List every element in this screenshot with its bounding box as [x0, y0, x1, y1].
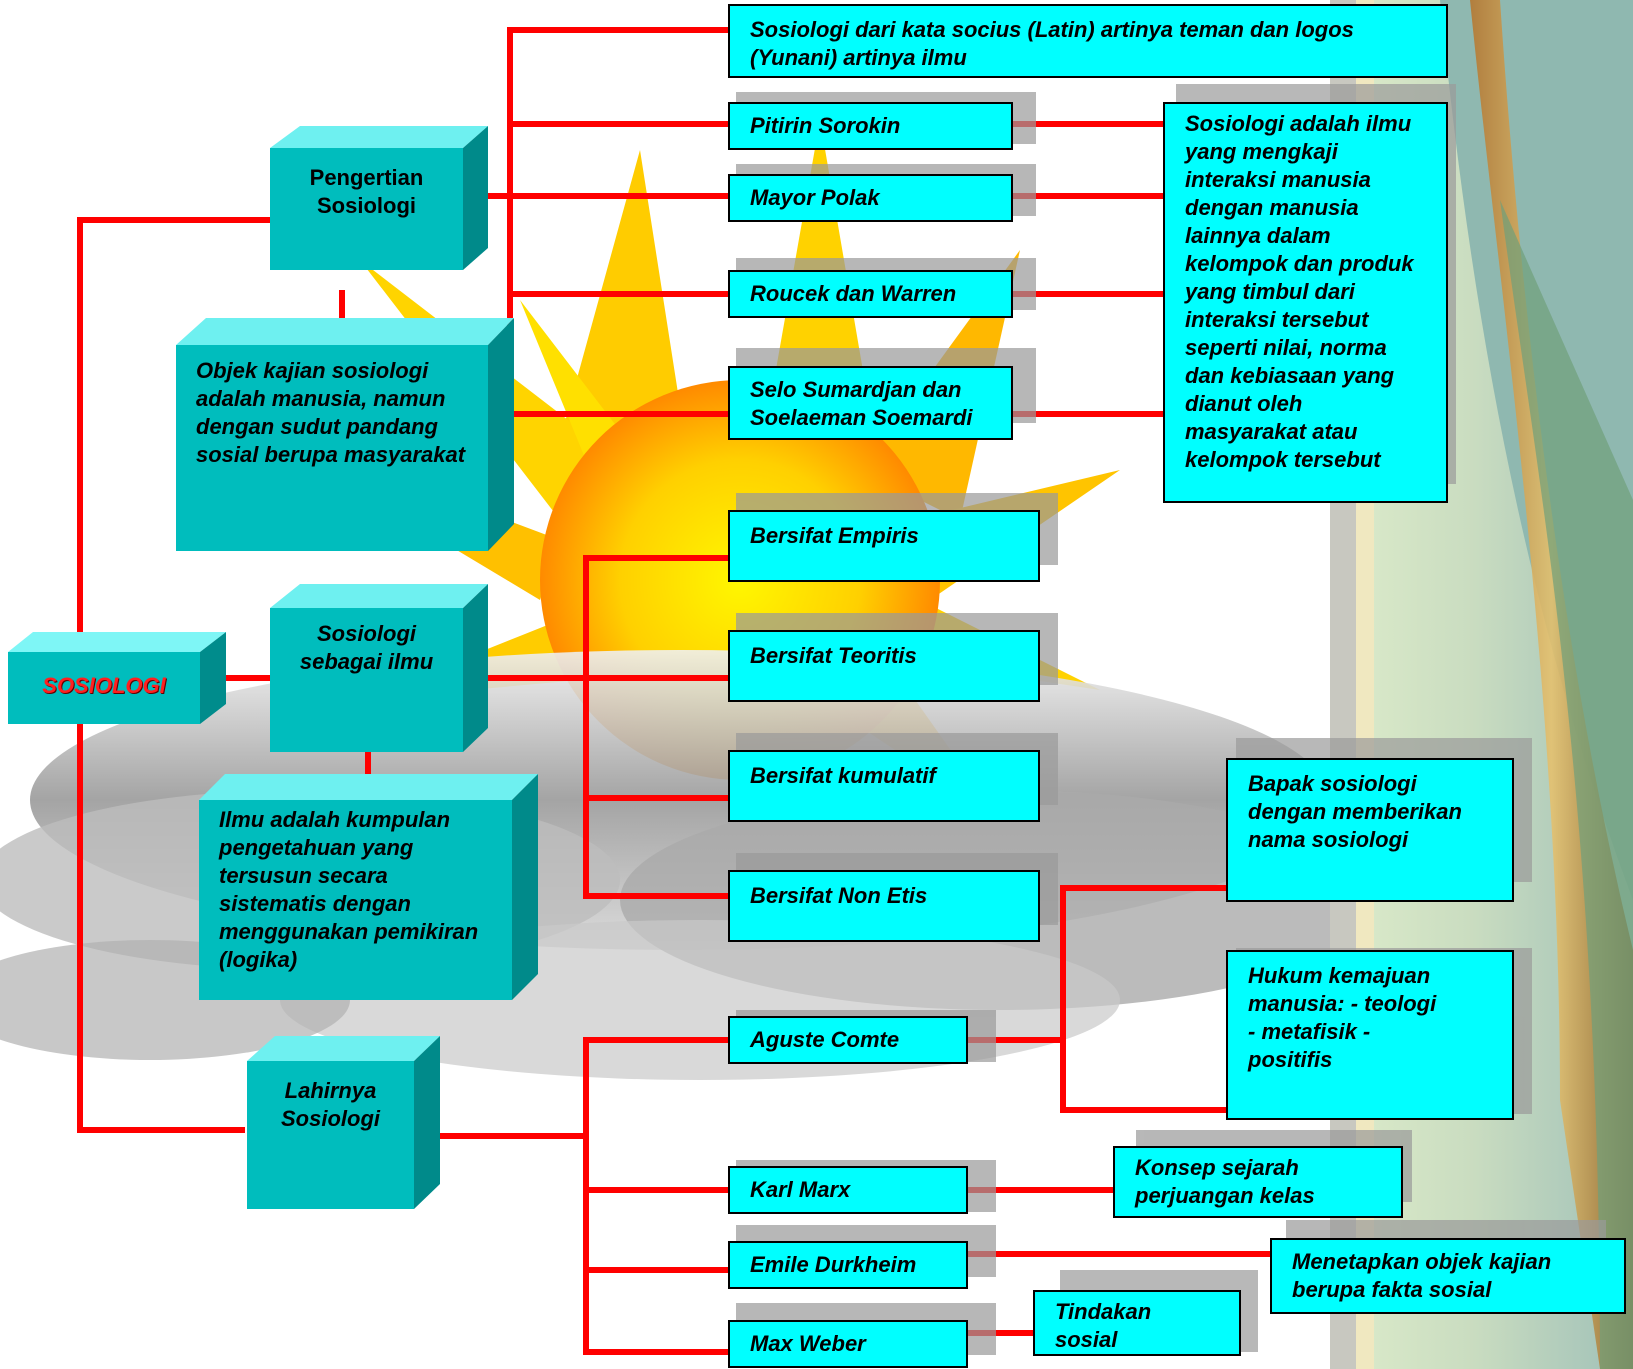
trait-label: Bersifat Teoritis: [750, 643, 917, 668]
category-lahirnya-label: Lahirnya Sosiologi: [281, 1078, 380, 1131]
category-lahirnya: Lahirnya Sosiologi: [247, 1061, 414, 1209]
expert-box: Roucek dan Warren: [728, 270, 1013, 318]
trait-label: Bersifat Empiris: [750, 523, 919, 548]
founder-label: Emile Durkheim: [750, 1252, 917, 1277]
founder-label: Max Weber: [750, 1331, 866, 1356]
marx-note-box: Konsep sejarah perjuangan kelas: [1113, 1146, 1403, 1218]
weber-note-box: Tindakan sosial: [1033, 1290, 1241, 1356]
trait-box: Bersifat Teoritis: [728, 630, 1040, 702]
expert-label: Roucek dan Warren: [750, 281, 957, 306]
category-ilmu-definition-label: Ilmu adalah kumpulan pengetahuan yang te…: [219, 807, 479, 972]
founder-label: Karl Marx: [750, 1177, 851, 1202]
weber-note-text: Tindakan sosial: [1055, 1299, 1152, 1352]
expert-box: Pitirin Sorokin: [728, 102, 1013, 150]
founder-label: Aguste Comte: [750, 1027, 900, 1052]
category-objek-label: Objek kajian sosiologi adalah manusia, n…: [196, 358, 466, 467]
category-ilmu-definition: Ilmu adalah kumpulan pengetahuan yang te…: [199, 800, 512, 1000]
trait-box: Bersifat Non Etis: [728, 870, 1040, 942]
etymology-text: Sosiologi dari kata socius (Latin) artin…: [750, 17, 1354, 70]
trait-box: Bersifat Empiris: [728, 510, 1040, 582]
founder-box: Max Weber: [728, 1320, 968, 1368]
category-pengertian-label: Pengertian Sosiologi: [309, 165, 424, 218]
marx-note-text: Konsep sejarah perjuangan kelas: [1135, 1155, 1315, 1208]
trait-box: Bersifat kumulatif: [728, 750, 1040, 822]
root-node: SOSIOLOGI: [8, 652, 200, 724]
expert-box: Selo Sumardjan dan Soelaeman Soemardi: [728, 366, 1013, 440]
category-ilmu-label: Sosiologi sebagai ilmu: [299, 621, 434, 674]
expert-label: Mayor Polak: [750, 185, 880, 210]
definition-text: Sosiologi adalah ilmu yang mengkaji inte…: [1185, 111, 1414, 472]
comte-law-box: Hukum kemajuan manusia: - teologi - meta…: [1226, 950, 1514, 1120]
root-label: SOSIOLOGI: [42, 673, 166, 698]
founder-box: Emile Durkheim: [728, 1241, 968, 1289]
definition-box: Sosiologi adalah ilmu yang mengkaji inte…: [1163, 102, 1448, 503]
founder-box: Karl Marx: [728, 1166, 968, 1214]
expert-label: Pitirin Sorokin: [750, 113, 901, 138]
trait-label: Bersifat kumulatif: [750, 763, 936, 788]
expert-label: Selo Sumardjan dan Soelaeman Soemardi: [750, 377, 973, 430]
category-ilmu: Sosiologi sebagai ilmu: [270, 608, 463, 752]
comte-law-text: Hukum kemajuan manusia: - teologi - meta…: [1248, 963, 1437, 1072]
etymology-box: Sosiologi dari kata socius (Latin) artin…: [728, 4, 1448, 78]
durkheim-note-text: Menetapkan objek kajian berupa fakta sos…: [1292, 1249, 1552, 1302]
category-pengertian: Pengertian Sosiologi: [270, 148, 463, 270]
trait-label: Bersifat Non Etis: [750, 883, 928, 908]
category-objek: Objek kajian sosiologi adalah manusia, n…: [176, 345, 488, 551]
durkheim-note-box: Menetapkan objek kajian berupa fakta sos…: [1270, 1238, 1626, 1314]
comte-note-text: Bapak sosiologi dengan memberikan nama s…: [1248, 771, 1462, 852]
founder-box: Aguste Comte: [728, 1016, 968, 1064]
expert-box: Mayor Polak: [728, 174, 1013, 222]
curtain-decoration: [1330, 0, 1633, 1369]
comte-note-box: Bapak sosiologi dengan memberikan nama s…: [1226, 758, 1514, 902]
